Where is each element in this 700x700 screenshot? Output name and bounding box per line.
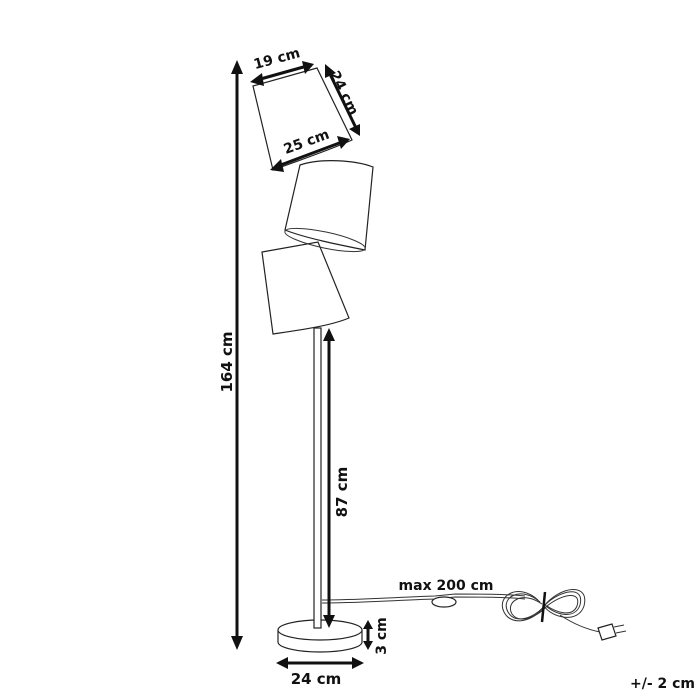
base-diameter-label: 24 cm [291, 670, 342, 688]
total-height-label: 164 cm [218, 331, 236, 392]
lamp-shade-middle [284, 160, 374, 253]
cable-switch [431, 596, 457, 608]
lamp-base [277, 619, 363, 653]
lamp-shade-bottom [261, 241, 350, 335]
lamp-pole [313, 327, 322, 629]
pole-height-label: 87 cm [333, 467, 351, 518]
total-height-dimension: 164 cm [218, 60, 243, 650]
base-height-label: 3 cm [374, 617, 390, 655]
base-height-dimension: 3 cm [363, 617, 390, 655]
power-cable [321, 589, 627, 641]
tolerance-note: +/- 2 cm [630, 676, 695, 692]
base-diameter-dimension: 24 cm [276, 657, 364, 688]
pole-height-dimension: 87 cm [323, 328, 351, 628]
plug-icon [597, 623, 627, 641]
cable-length-label: max 200 cm [399, 578, 494, 594]
